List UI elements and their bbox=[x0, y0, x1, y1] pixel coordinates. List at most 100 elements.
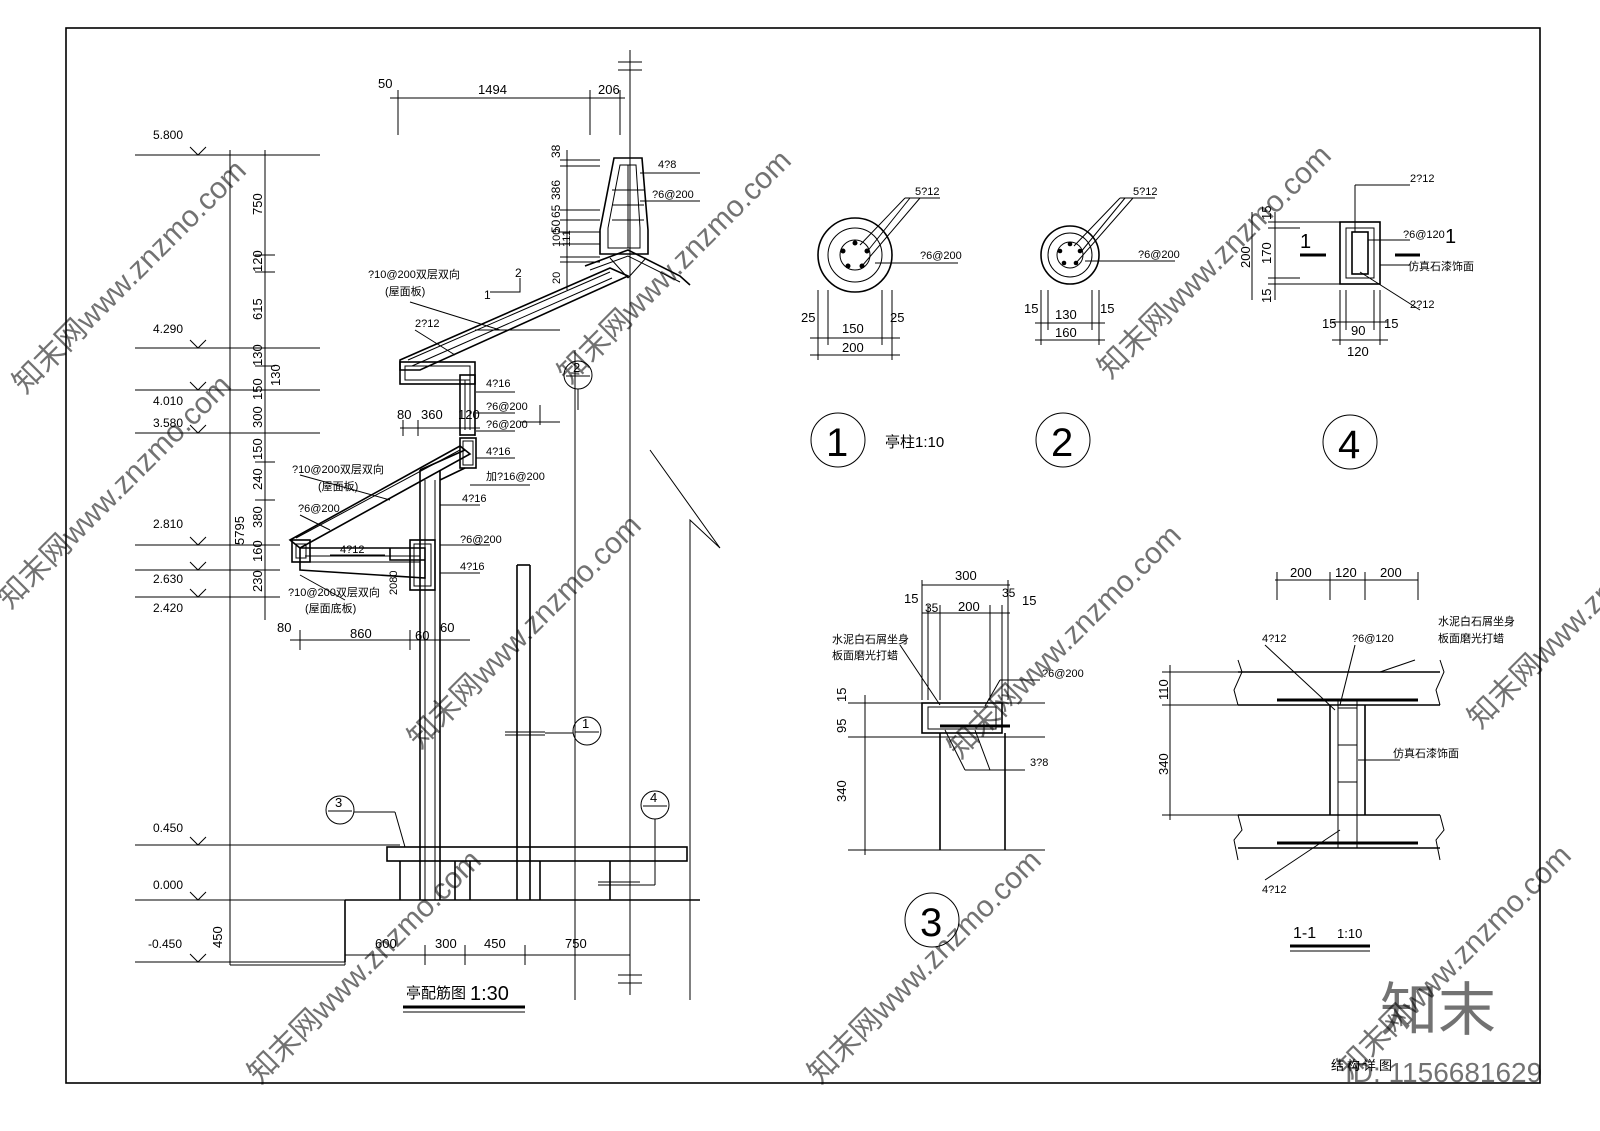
detail-number: 3 bbox=[920, 901, 942, 945]
bench bbox=[344, 846, 700, 962]
svg-text:25: 25 bbox=[801, 310, 815, 325]
svg-text:15: 15 bbox=[1259, 289, 1274, 303]
svg-text:15: 15 bbox=[904, 591, 918, 606]
svg-text:板面磨光打蜡: 板面磨光打蜡 bbox=[832, 648, 898, 662]
svg-text:15: 15 bbox=[1384, 316, 1398, 331]
svg-text:4?12: 4?12 bbox=[1262, 633, 1286, 645]
elevation-label: 3.580 bbox=[153, 416, 183, 430]
slope-label: 1 bbox=[484, 288, 491, 302]
watermark-logo: 知末 bbox=[1380, 978, 1496, 1043]
dim-label: 65 bbox=[549, 204, 563, 218]
svg-text:15: 15 bbox=[1024, 301, 1038, 316]
svg-text:200: 200 bbox=[1238, 246, 1253, 268]
rebar-label: ?6@200 bbox=[298, 503, 340, 515]
section-1-1: 200 120 200 110 340 4?12 ?6@120 水泥白石屑坐身 … bbox=[1156, 565, 1515, 952]
sheet-border bbox=[65, 27, 1541, 1084]
callout-4: 4 bbox=[625, 790, 670, 886]
rebar-label: (屋面底板) bbox=[305, 601, 356, 615]
detail-number: 2 bbox=[1051, 421, 1073, 465]
detail-title: 亭柱 bbox=[885, 433, 915, 451]
upper-roof bbox=[399, 267, 630, 469]
svg-text:200: 200 bbox=[958, 599, 980, 614]
svg-text:130: 130 bbox=[1055, 307, 1077, 322]
rebar-label: ?6@200 bbox=[652, 189, 694, 201]
main-section: 5.800 4.290 4.010 3.580 2.810 2.630 2.42… bbox=[135, 50, 721, 1013]
rebar-label: ?6@200 bbox=[486, 401, 528, 413]
dim-label: 120 bbox=[250, 250, 265, 272]
svg-text:水泥白石屑坐身: 水泥白石屑坐身 bbox=[832, 632, 909, 646]
rebar-label: 2?12 bbox=[415, 318, 439, 330]
rebar-label: 4?8 bbox=[658, 159, 676, 171]
svg-text:160: 160 bbox=[1055, 325, 1077, 340]
rebar-label: ?10@200双层双向 bbox=[288, 585, 380, 599]
dim-label: 230 bbox=[250, 570, 265, 592]
dim-label: 111 bbox=[561, 230, 573, 247]
watermark-text: 知末网www.znzmo.com bbox=[802, 844, 1048, 1090]
dim-label: 80 bbox=[277, 620, 291, 635]
svg-text:35: 35 bbox=[1002, 586, 1016, 600]
watermark-text: 知末网www.znzmo.com bbox=[1092, 139, 1338, 385]
svg-text:2: 2 bbox=[573, 360, 580, 375]
svg-text:15: 15 bbox=[1100, 301, 1114, 316]
svg-text:5?12: 5?12 bbox=[1133, 186, 1157, 198]
dim-label: 50 bbox=[378, 76, 392, 91]
rebar-label: (屋面板) bbox=[385, 284, 425, 298]
dim-label: 300 bbox=[435, 936, 457, 951]
callout-2: 2 bbox=[563, 360, 593, 410]
rebar-label: 加?16@200 bbox=[486, 470, 545, 483]
dim-label: 20 bbox=[551, 272, 563, 284]
svg-text:200: 200 bbox=[842, 340, 864, 355]
watermark-text: 知末网www.znzmo.com bbox=[0, 369, 238, 615]
ridge-post bbox=[599, 157, 649, 255]
rebar-label: 4?16 bbox=[486, 446, 510, 458]
dim-label: 100 bbox=[551, 229, 563, 247]
callout-3: 3 bbox=[325, 795, 406, 848]
dim-label: 80 bbox=[397, 407, 411, 422]
dim-label: 750 bbox=[565, 936, 587, 951]
dim-label: 860 bbox=[350, 626, 372, 641]
svg-text:15: 15 bbox=[1259, 206, 1274, 220]
dim-label: 130 bbox=[250, 344, 265, 366]
rebar-label: 4?16 bbox=[486, 378, 510, 390]
elevation-label: 4.010 bbox=[153, 394, 183, 408]
dim-label: 120 bbox=[458, 407, 480, 422]
watermark-text: 知末网www.znzmo.com bbox=[242, 844, 488, 1090]
svg-text:15: 15 bbox=[1322, 316, 1336, 331]
watermark-text: 知末网www.znzmo.com bbox=[7, 154, 253, 400]
svg-text:?6@200: ?6@200 bbox=[1042, 668, 1084, 680]
svg-text:3?8: 3?8 bbox=[1030, 757, 1048, 769]
dim-label: 615 bbox=[250, 298, 265, 320]
dim-label: 2080 bbox=[388, 571, 400, 595]
svg-text:340: 340 bbox=[1156, 753, 1171, 775]
rebar-label: ?6@200 bbox=[486, 419, 528, 431]
rebar-label: 4?16 bbox=[462, 493, 486, 505]
svg-text:200: 200 bbox=[1290, 565, 1312, 580]
svg-text:?6@200: ?6@200 bbox=[1138, 249, 1180, 261]
dim-label: 300 bbox=[250, 406, 265, 428]
rebar-label: 4?12 bbox=[340, 544, 364, 556]
svg-text:340: 340 bbox=[834, 780, 849, 802]
elevation-label: 0.000 bbox=[153, 878, 183, 892]
rebar-label: ?6@200 bbox=[460, 534, 502, 546]
elevation-label: 0.450 bbox=[153, 821, 183, 835]
detail-2-column: 5?12 ?6@200 15 130 15 160 2 bbox=[1024, 186, 1180, 468]
watermark-text: 知末网www.znzmo.com bbox=[552, 144, 798, 390]
dim-label: 5795 bbox=[232, 516, 247, 545]
main-column bbox=[419, 449, 466, 900]
svg-text:4?12: 4?12 bbox=[1262, 884, 1286, 896]
elevation-label: 5.800 bbox=[153, 128, 183, 142]
svg-text:15: 15 bbox=[834, 688, 849, 702]
svg-text:90: 90 bbox=[1351, 323, 1365, 338]
detail-number: 1 bbox=[826, 421, 848, 465]
main-drawing-title: 亭配筋图 bbox=[406, 984, 466, 1002]
elevation-label: 2.420 bbox=[153, 601, 183, 615]
svg-text:?6@200: ?6@200 bbox=[920, 250, 962, 262]
dim-label: 160 bbox=[250, 540, 265, 562]
svg-text:5?12: 5?12 bbox=[915, 186, 939, 198]
svg-text:?6@120: ?6@120 bbox=[1403, 229, 1445, 241]
dim-label: 750 bbox=[250, 193, 265, 215]
rebar-label: 4?16 bbox=[460, 561, 484, 573]
rebar-label: ?10@200双层双向 bbox=[292, 462, 384, 476]
svg-text:板面磨光打蜡: 板面磨光打蜡 bbox=[1438, 631, 1504, 645]
